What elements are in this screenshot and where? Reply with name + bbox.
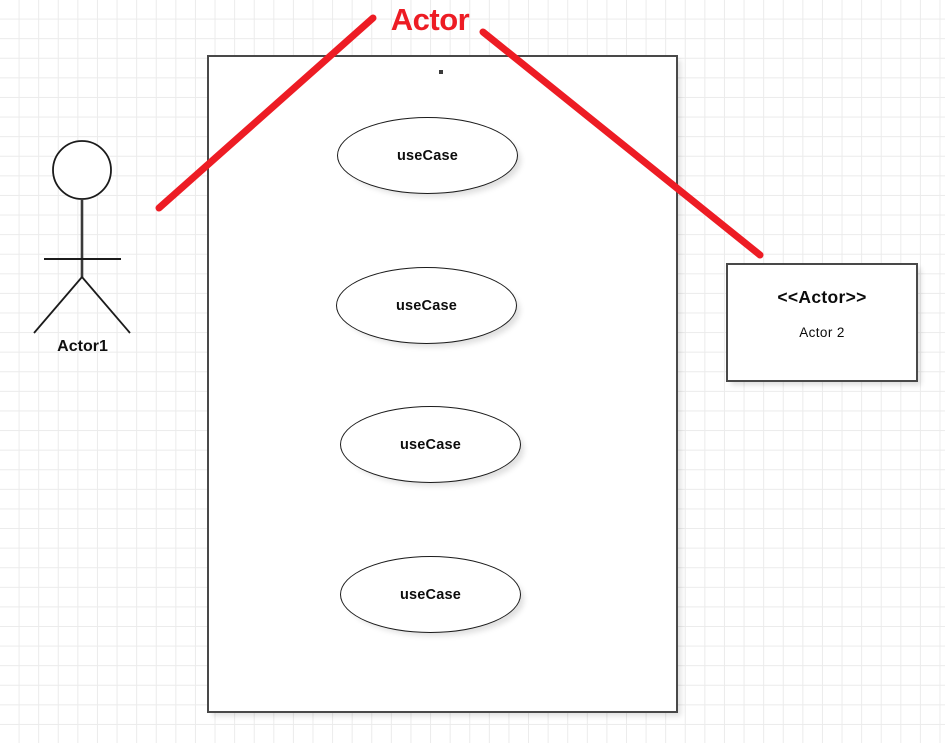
use-case-label-1: useCase [396, 147, 459, 164]
use-case-ellipse-4[interactable]: useCase [340, 556, 521, 633]
use-case-label-4: useCase [399, 586, 462, 603]
actor2-stereotype-label: <<Actor>> [777, 287, 867, 307]
use-case-ellipse-3[interactable]: useCase [340, 406, 521, 483]
use-case-label-2: useCase [395, 297, 458, 314]
use-case-ellipse-2[interactable]: useCase [336, 267, 517, 344]
annotation-arrow-right-icon [479, 28, 764, 259]
boundary-marker-dot [439, 70, 443, 74]
actor1-label: Actor1 [57, 338, 108, 355]
actor1-leg-left-line [33, 276, 83, 334]
actor2-class-box[interactable]: <<Actor>> Actor 2 [726, 263, 918, 382]
annotation-label: Actor [390, 2, 470, 37]
actor1-leg-right-line [81, 276, 131, 334]
use-case-ellipse-1[interactable]: useCase [337, 117, 518, 194]
use-case-label-3: useCase [399, 436, 462, 453]
annotation-arrow-left-icon [155, 14, 377, 212]
actor2-name-label: Actor 2 [799, 325, 845, 340]
